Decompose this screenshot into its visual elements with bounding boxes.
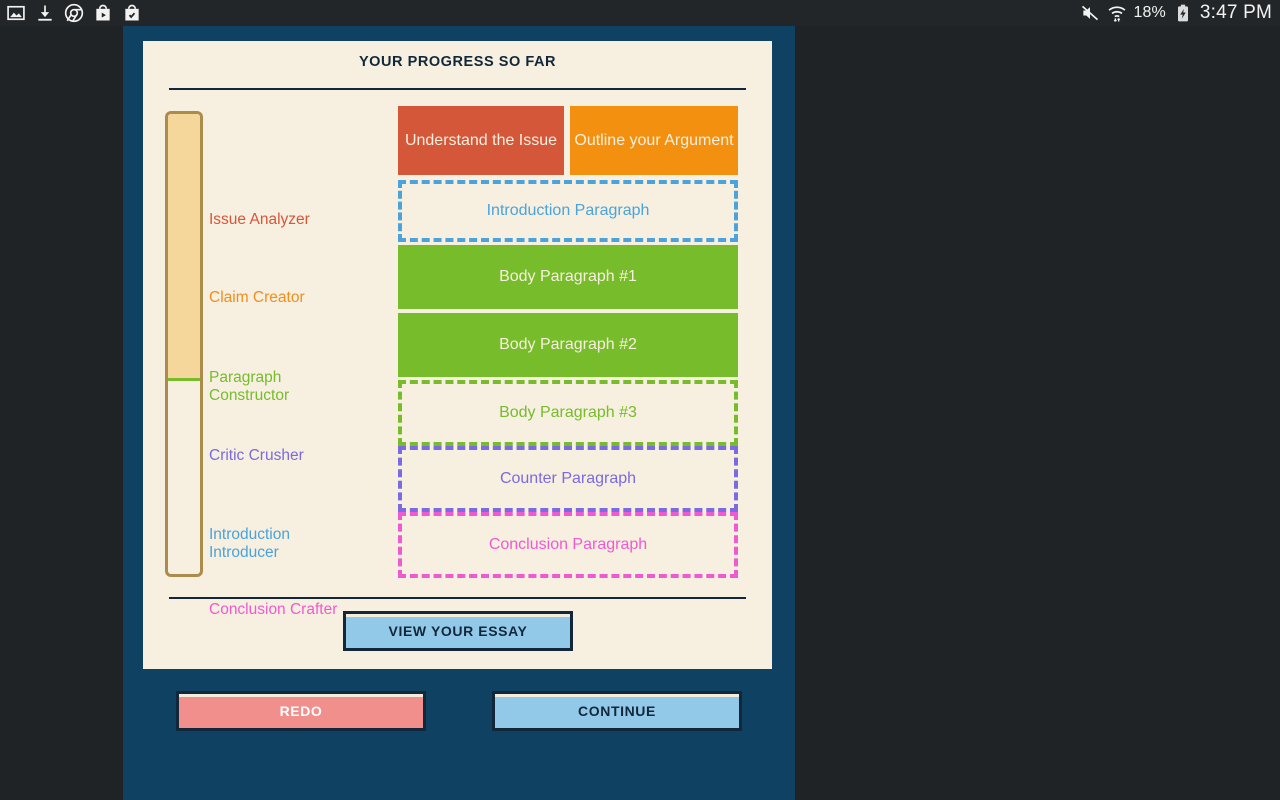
battery-charging-icon [1177, 4, 1188, 22]
essay-block-top-1: Understand the Issue [398, 106, 564, 175]
wifi-updown-icon [1108, 6, 1125, 22]
stage-label-1: Issue Analyzer [209, 211, 310, 228]
divider-top [169, 88, 746, 90]
vertical-progress-meter [165, 111, 203, 577]
play-store-check-icon [125, 4, 139, 21]
status-bar-notification-icons [6, 3, 142, 23]
stage-label-4: Critic Crusher [209, 447, 304, 464]
essay-block-4: Body Paragraph #3 [398, 380, 738, 446]
essay-block-5: Counter Paragraph [398, 446, 738, 512]
divider-bottom [169, 597, 746, 599]
essay-block-6: Conclusion Paragraph [398, 512, 738, 578]
photo-icon [7, 5, 25, 21]
continue-button[interactable]: CONTINUE [492, 691, 742, 731]
stage-label-3: Paragraph Constructor [209, 369, 290, 404]
page-title: YOUR PROGRESS SO FAR [358, 54, 557, 70]
status-bar-system-icons: 18% 3:47 PM [1080, 2, 1273, 24]
essay-block-3: Body Paragraph #2 [398, 313, 738, 377]
stage-label-2: Claim Creator [209, 289, 305, 306]
essay-block-top-2: Outline your Argument [570, 106, 738, 175]
stage-label-5: Introduction Introducer [209, 526, 290, 561]
progress-meter-fill [168, 114, 200, 381]
stage-label-6: Conclusion Crafter [209, 601, 338, 618]
volume-mute-icon [1081, 5, 1098, 21]
chrome-icon [64, 3, 84, 23]
clock-label: 3:47 PM [1199, 2, 1272, 23]
redo-button[interactable]: REDO [176, 691, 426, 731]
essay-block-1: Introduction Paragraph [398, 180, 738, 242]
play-store-icon [96, 4, 110, 21]
essay-block-2: Body Paragraph #1 [398, 245, 738, 309]
android-status-bar: 18% 3:47 PM [0, 0, 1280, 26]
view-essay-button[interactable]: VIEW YOUR ESSAY [343, 611, 573, 651]
download-icon [38, 5, 52, 21]
battery-percent-label: 18% [1133, 4, 1166, 21]
